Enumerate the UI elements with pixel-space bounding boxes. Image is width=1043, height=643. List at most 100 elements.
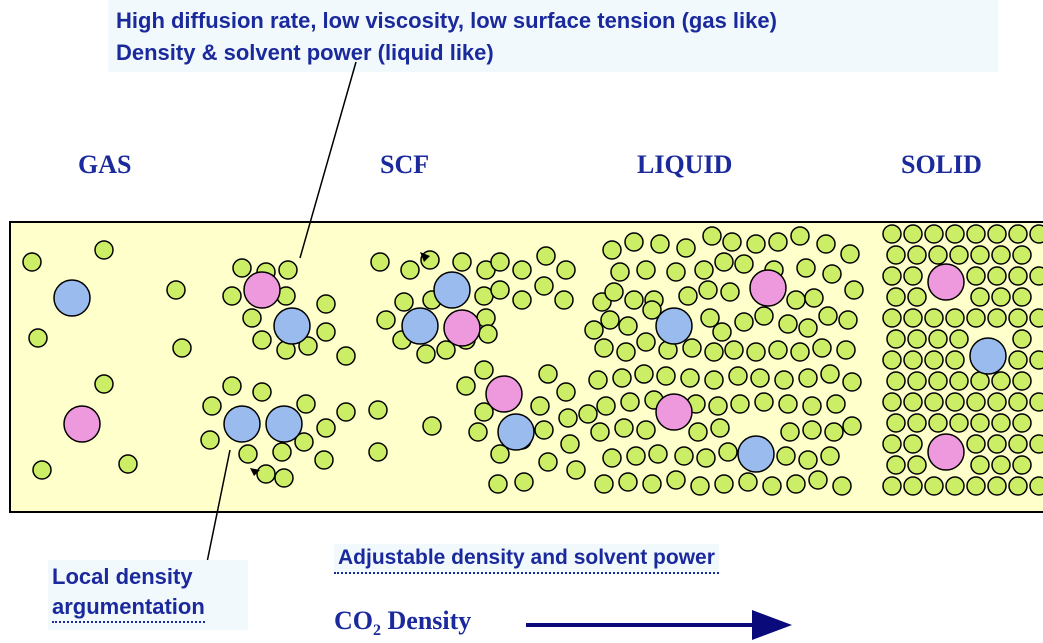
solvent-molecule [1008,308,1028,328]
solvent-molecule [712,322,732,342]
solvent-molecule [928,329,948,349]
solvent-molecule [842,416,862,436]
solvent-molecule [762,476,782,496]
solvent-molecule [588,370,608,390]
solvent-molecule [816,234,836,254]
solvent-molecule [618,316,638,336]
solvent-molecule [294,432,314,452]
solvent-molecule [907,245,927,265]
solute-molecule-blue [223,405,261,443]
solvent-molecule [370,252,390,272]
solvent-molecule [28,328,48,348]
solvent-molecule [822,264,842,284]
solvent-molecule [945,476,965,496]
solvent-molecule [636,260,656,280]
solvent-molecule [680,368,700,388]
solvent-molecule [812,338,832,358]
solvent-molecule [1012,371,1032,391]
solvent-molecule [1029,476,1043,496]
solvent-molecule [336,402,356,422]
solvent-molecule [754,392,774,412]
solvent-molecule [238,444,258,464]
solvent-molecule [882,224,902,244]
solvent-molecule [886,455,906,475]
solvent-molecule [456,376,476,396]
solvent-molecule [886,329,906,349]
solvent-molecule [554,290,574,310]
solvent-molecule [1008,434,1028,454]
solvent-molecule [1012,455,1032,475]
solvent-molecule [316,294,336,314]
solute-molecule-pink [63,405,101,443]
solvent-molecule [602,448,622,468]
solvent-molecule [774,370,794,390]
solvent-molecule [987,266,1007,286]
solute-molecule-blue [737,435,775,473]
solvent-molecule [728,366,748,386]
top-annotation-line-2: Density & solvent power (liquid like) [116,40,494,65]
solvent-molecule [949,245,969,265]
solvent-molecule [903,224,923,244]
solute-molecule-blue [265,405,303,443]
solvent-molecule [1012,329,1032,349]
solute-molecule-blue [433,271,471,309]
solvent-molecule [966,266,986,286]
solvent-molecule [674,446,694,466]
solvent-molecule [666,470,686,490]
solvent-molecule [512,290,532,310]
solvent-molecule [200,430,220,450]
solvent-molecule [222,286,242,306]
solvent-molecule [1008,350,1028,370]
solute-molecule-pink [443,309,481,347]
bottom-left-annotation-box [48,560,248,630]
solvent-molecule [808,470,828,490]
solvent-molecule [734,312,754,332]
solvent-molecule [232,258,252,278]
solvent-molecule [710,418,730,438]
solvent-molecule [987,392,1007,412]
solvent-molecule [478,324,498,344]
phase-label-scf: SCF [380,150,430,179]
solvent-molecule [966,476,986,496]
solvent-molecule [987,434,1007,454]
solvent-molecule [798,450,818,470]
co2-prefix: CO [334,606,373,635]
solvent-molecule [416,344,436,364]
solvent-molecule [750,368,770,388]
solvent-molecule [970,245,990,265]
solvent-molecule [700,308,720,328]
solvent-molecule [1008,224,1028,244]
phase-label-solid: SOLID [901,150,982,179]
solvent-molecule [1029,350,1043,370]
solvent-molecule [966,434,986,454]
solvent-molecule [298,336,318,356]
solvent-molecule [94,374,114,394]
solvent-molecule [882,434,902,454]
solvent-molecule [882,350,902,370]
solvent-molecule [882,392,902,412]
solvent-molecule [636,420,656,440]
solvent-molecule [928,245,948,265]
solvent-molecule [798,368,818,388]
solvent-molecule [512,260,532,280]
solvent-molecule [949,371,969,391]
solvent-molecule [704,370,724,390]
solvent-molecule [682,338,702,358]
solvent-molecule [618,472,638,492]
solvent-molecule [368,442,388,462]
solvent-molecule [22,252,42,272]
solvent-molecule [903,434,923,454]
solute-molecule-blue [273,307,311,345]
solvent-molecule [704,342,724,362]
solvent-molecule [718,442,738,462]
solvent-molecule [768,232,788,252]
solvent-molecule [820,446,840,466]
solvent-molecule [274,468,294,488]
solvent-molecule [590,422,610,442]
solvent-molecule [991,455,1011,475]
solvent-molecule [702,226,722,246]
solvent-molecule [1008,392,1028,412]
solvent-molecule [636,332,656,352]
solvent-molecule [903,266,923,286]
solvent-molecule [1012,245,1032,265]
